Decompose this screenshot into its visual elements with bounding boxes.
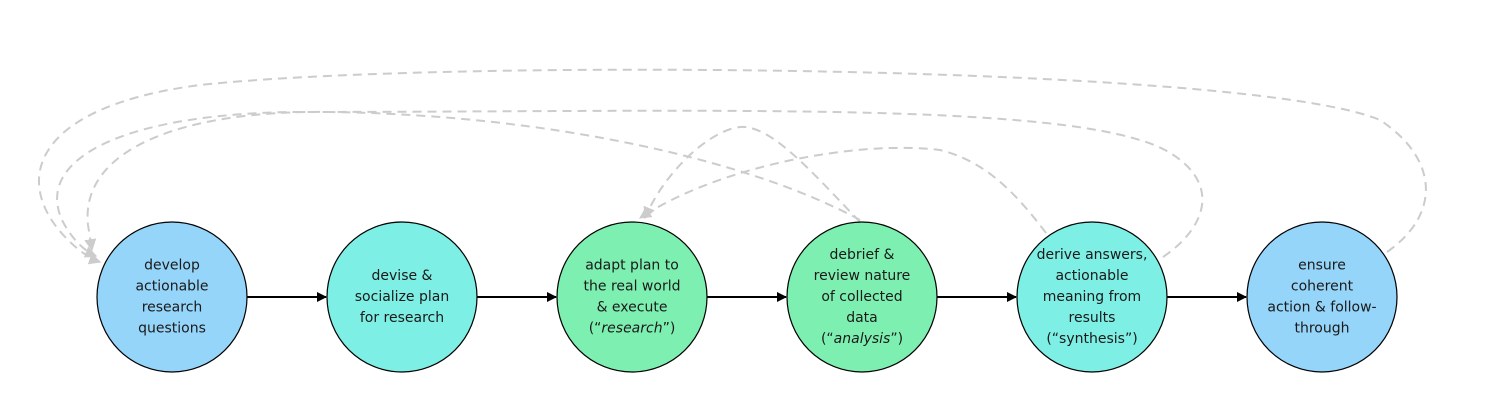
node-label-segment: derive answers, [1037, 247, 1148, 263]
node-label-segment: action & follow- [1267, 300, 1376, 316]
node-label-segment: research [142, 300, 203, 316]
node-label-segment: research [601, 321, 662, 337]
node-label-line: for research [360, 310, 444, 326]
feedback-arrow-debrief-to-adapt [643, 125, 861, 223]
node-label-segment: (“ [821, 331, 834, 347]
node-label-line: the real world [584, 279, 681, 295]
node-label-segment: for research [360, 310, 444, 326]
node-label-line: (“analysis”) [821, 331, 903, 347]
node-circle-ensure [1246, 221, 1398, 373]
node-label-segment: socialize plan [355, 289, 449, 305]
node-label-line: coherent [1291, 279, 1354, 295]
node-label-line: review nature [814, 268, 911, 284]
node-label-line: ensure [1298, 258, 1346, 274]
node-label-segment: coherent [1291, 279, 1354, 295]
process-node-develop: develop actionable research questions [96, 221, 248, 373]
node-label-line: develop [144, 258, 200, 274]
node-circle-devise [326, 221, 478, 373]
node-label-segment: & execute [597, 300, 668, 316]
process-node-devise: devise & socialize plan for research [326, 221, 478, 373]
node-label-segment: through [1294, 321, 1349, 337]
process-node-ensure: ensure coherent action & follow-through [1246, 221, 1398, 373]
node-label-segment: ”) [890, 331, 903, 347]
feedback-arrow-derive-to-adapt [638, 146, 1047, 234]
node-label-line: of collected [821, 289, 902, 305]
node-label-line: results [1069, 310, 1116, 326]
node-label-line: through [1294, 321, 1349, 337]
node-circle-debrief [786, 221, 938, 373]
process-nodes: develop actionable research questions devise… [96, 221, 1398, 373]
node-label-line: adapt plan to [585, 258, 679, 274]
node-label-segment: ”) [663, 321, 676, 337]
node-label-line: actionable [135, 279, 208, 295]
node-label-line: & execute [597, 300, 668, 316]
node-label-segment: questions [138, 321, 206, 337]
node-label-segment: (“ [589, 321, 602, 337]
process-node-debrief: debrief & review nature of collected data (“… [786, 221, 938, 373]
node-circle-derive [1016, 221, 1168, 373]
node-label-segment: data [846, 310, 878, 326]
process-node-adapt: adapt plan to the real world & execute (“re… [556, 221, 708, 373]
node-label-line: action & follow- [1267, 300, 1376, 316]
node-label-segment: devise & [372, 268, 433, 284]
node-label-segment: ensure [1298, 258, 1346, 274]
node-label-segment: develop [144, 258, 200, 274]
node-label-segment: meaning from [1043, 289, 1141, 305]
process-node-derive: derive answers, actionable meaning from res… [1016, 221, 1168, 373]
node-label-line: actionable [1055, 268, 1128, 284]
feedback-arrow-derive-to-develop [56, 109, 1204, 258]
node-label-line: devise & [372, 268, 433, 284]
node-label-line: debrief & [830, 247, 895, 263]
node-label-segment: review nature [814, 268, 911, 284]
feedback-arrow-ensure-to-develop [38, 68, 1427, 265]
node-label-segment: of collected [821, 289, 902, 305]
node-circle-develop [96, 221, 248, 373]
node-label-line: meaning from [1043, 289, 1141, 305]
node-label-line: research [142, 300, 203, 316]
node-label-line: (“research”) [589, 321, 676, 337]
node-label-segment: adapt plan to [585, 258, 679, 274]
node-label-line: questions [138, 321, 206, 337]
node-label-segment: results [1069, 310, 1116, 326]
node-label-line: socialize plan [355, 289, 449, 305]
node-label-line: (“synthesis”) [1046, 331, 1137, 347]
node-label-segment: the real world [584, 279, 681, 295]
node-label-segment: analysis [834, 331, 891, 347]
node-label-segment: actionable [1055, 268, 1128, 284]
node-label-segment: actionable [135, 279, 208, 295]
node-label-line: derive answers, [1037, 247, 1148, 263]
node-label-segment: debrief & [830, 247, 895, 263]
feedback-arrows [38, 68, 1427, 265]
node-label-line: data [846, 310, 878, 326]
node-label-segment: (“synthesis”) [1046, 331, 1137, 347]
node-circle-adapt [556, 221, 708, 373]
